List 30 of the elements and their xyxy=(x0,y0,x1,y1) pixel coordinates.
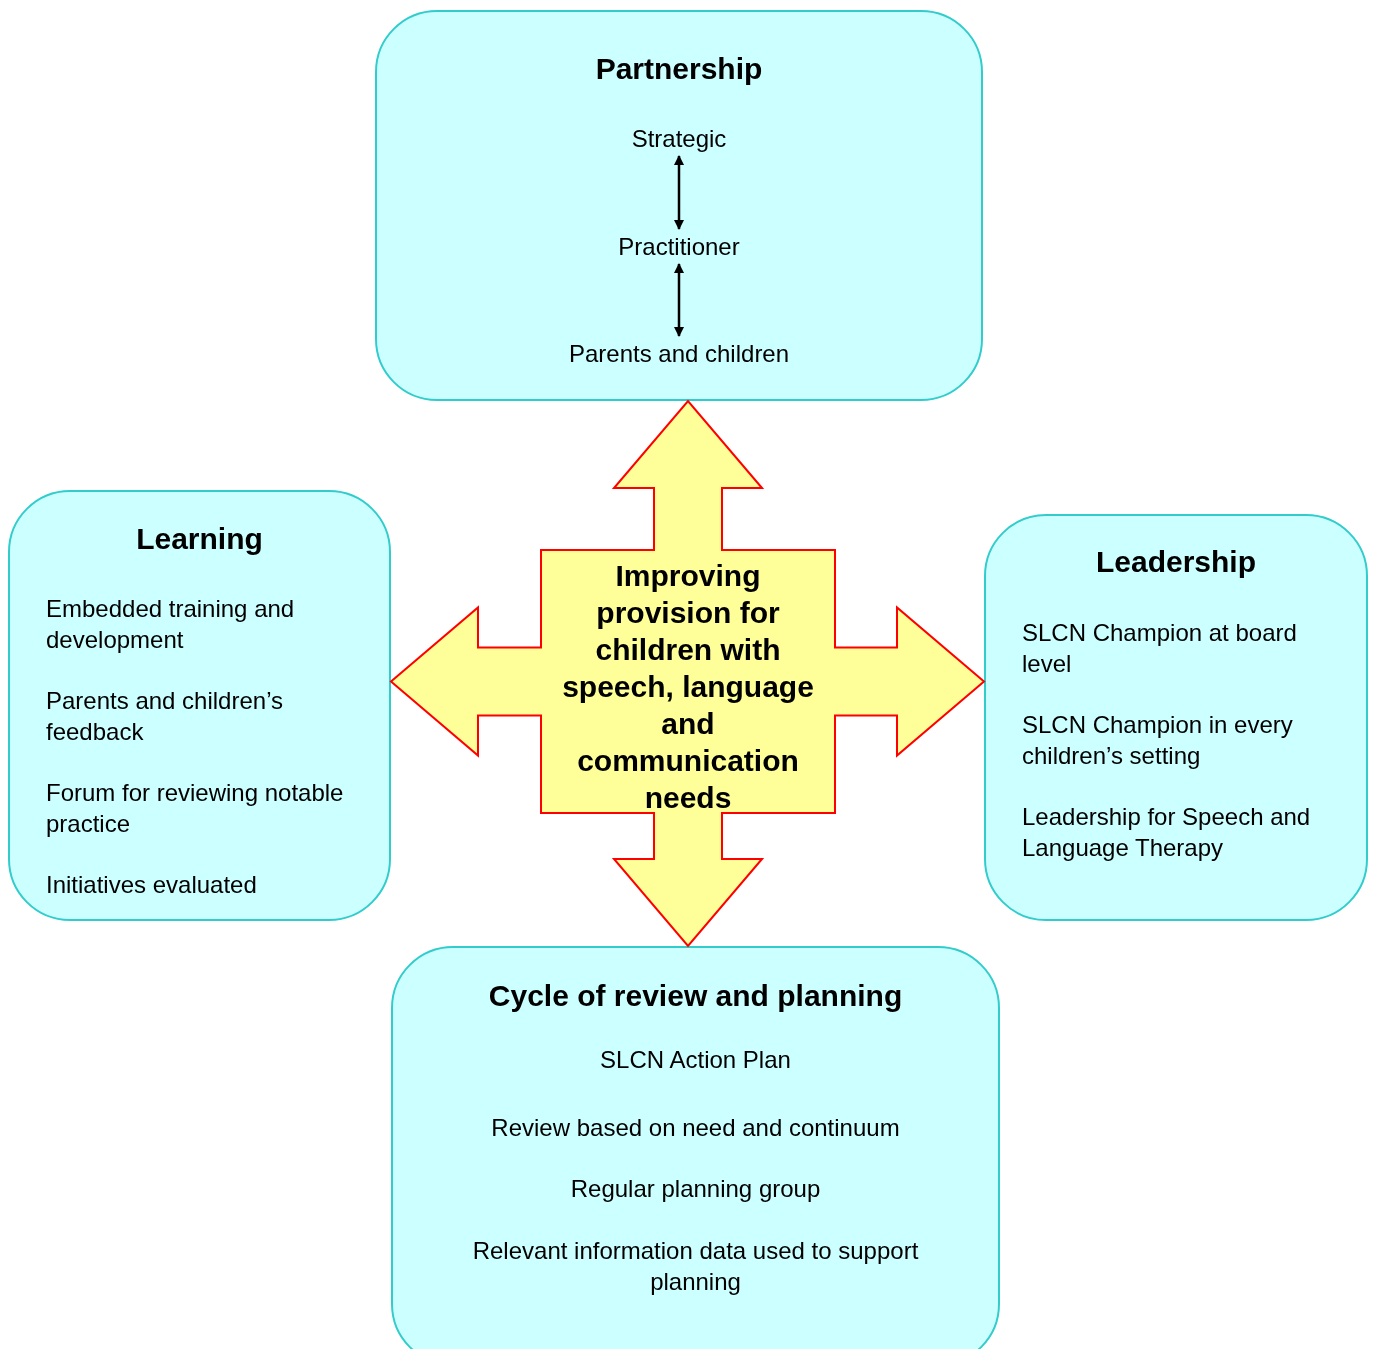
double-arrow xyxy=(674,155,684,230)
box-heading: Cycle of review and planning xyxy=(488,978,903,1014)
rounded-box xyxy=(984,514,1368,921)
center-text: Improving provision for children with speech, language and communication needs xyxy=(561,558,815,816)
block-arrow xyxy=(611,399,765,552)
list-item: Regular planning group xyxy=(570,1174,821,1204)
list-item: SLCN Champion in every children’s setting xyxy=(1022,710,1294,771)
rounded-box xyxy=(8,490,391,921)
list-item: SLCN Action Plan xyxy=(600,1045,791,1075)
list-item: Review based on need and continuum xyxy=(491,1113,900,1143)
list-item: Initiatives evaluated xyxy=(46,870,258,900)
node-label: Parents and children xyxy=(568,338,790,369)
rounded-box xyxy=(391,946,1000,1349)
double-arrow xyxy=(674,263,684,337)
box-heading: Partnership xyxy=(595,51,763,87)
list-item: Parents and children’s feedback xyxy=(46,686,285,747)
block-arrow xyxy=(389,605,543,758)
node-label: Practitioner xyxy=(618,231,740,262)
block-arrow xyxy=(833,605,986,758)
node-label: Strategic xyxy=(631,123,727,154)
list-item: Relevant information data used to support planning xyxy=(471,1236,920,1297)
box-heading: Leadership xyxy=(1095,544,1257,580)
list-item: Forum for reviewing notable practice xyxy=(46,778,345,839)
block-arrow xyxy=(611,811,765,948)
box-heading: Learning xyxy=(136,521,263,557)
list-item: Embedded training and development xyxy=(46,594,296,655)
list-item: Leadership for Speech and Language Therapy xyxy=(1022,802,1312,863)
center-box xyxy=(540,549,836,814)
rounded-box xyxy=(375,10,983,401)
list-item: SLCN Champion at board level xyxy=(1022,618,1298,679)
